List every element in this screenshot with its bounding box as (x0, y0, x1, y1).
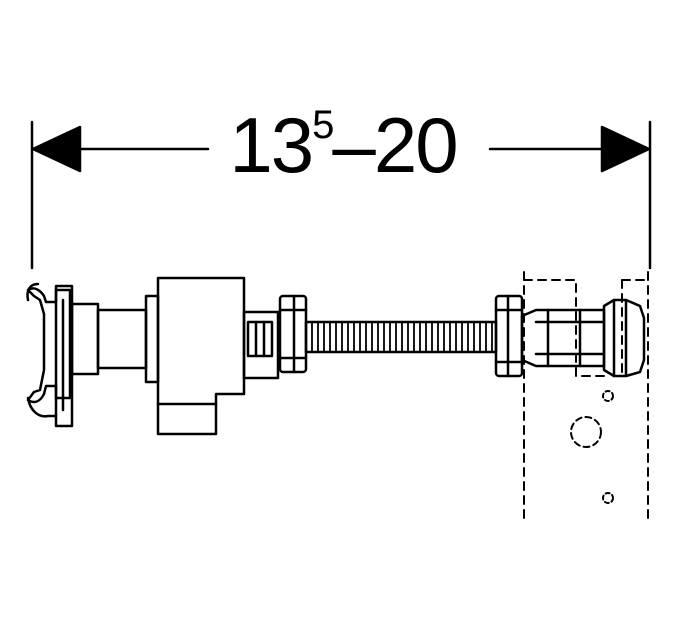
fastening-holes (570, 390, 614, 504)
right-arrowhead (600, 125, 651, 173)
in-wall-dashed-outline (523, 271, 649, 525)
left-union-nut (278, 294, 308, 374)
dimension-dash: – (332, 101, 375, 189)
flexible-hose (304, 320, 498, 354)
connector-pipe (70, 294, 160, 384)
wall-connector (520, 298, 646, 378)
dimension-min-superscript: 5 (312, 103, 334, 147)
left-arrowhead (31, 125, 82, 173)
right-union-nut (494, 294, 524, 378)
inlet-fitting (242, 310, 280, 380)
valve-body (156, 276, 246, 436)
dimension-label: 135–20 (212, 100, 474, 204)
dimension-max-value: 20 (373, 101, 459, 189)
mounting-bracket (26, 282, 74, 428)
dimension-min-value: 13 (229, 101, 314, 189)
